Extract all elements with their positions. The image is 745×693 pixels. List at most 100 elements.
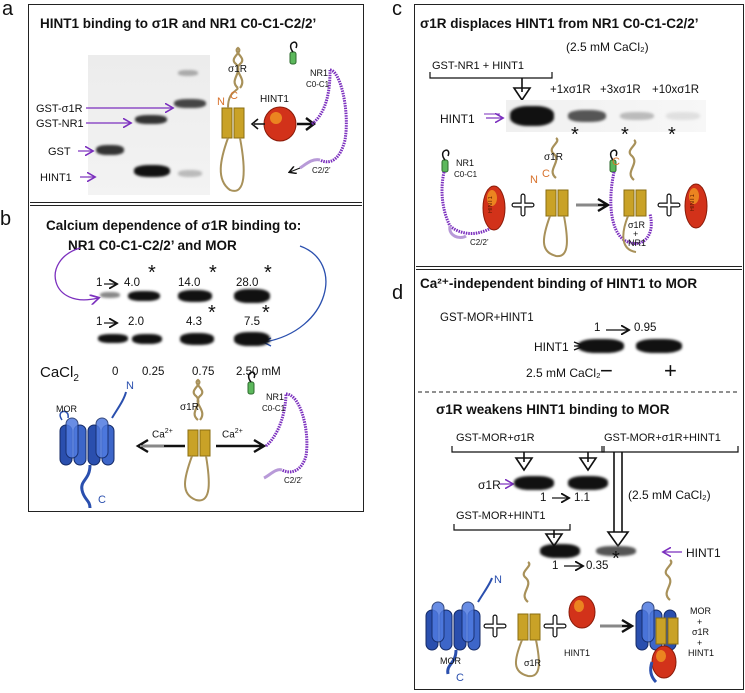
panel-d-minus: −: [600, 358, 613, 383]
diagram-b-mor-label: MOR: [56, 404, 77, 414]
ratio3-1: 0.35: [586, 560, 609, 572]
ratio1-1: 0.95: [634, 322, 657, 334]
diagram-d-sigma-label: σ1R: [524, 658, 542, 668]
conc-0: 0: [112, 366, 119, 378]
panel-d-top-label: GST-MOR+HINT1: [440, 312, 534, 324]
panel-c-bracket-label: GST-NR1 + HINT1: [432, 60, 524, 72]
diagram-c-complex-sigma: σ1R: [628, 220, 646, 230]
lane-10x-sigma: +10xσ1R: [652, 84, 700, 96]
asterisk-row1-3: *: [264, 262, 272, 284]
complex-label-2: σ1R: [692, 627, 710, 637]
diagram-b-ca1: Ca2+: [152, 428, 173, 441]
complex-label-plus1: +: [697, 617, 703, 627]
panel-d-hint1-label2: HINT1: [686, 546, 721, 560]
diagram-a-c0c1-label: C0-C1: [306, 80, 330, 89]
row1-val-3: 28.0: [236, 277, 259, 289]
row1-val-1: 4.0: [124, 277, 140, 289]
row2-val-2: 4.3: [186, 316, 202, 328]
gel-d-sigma: [510, 472, 610, 496]
label-mor-sigma: GST-MOR+σ1R: [456, 432, 535, 444]
gel-d-1: [578, 334, 698, 358]
panel-letter-a: a: [2, 0, 14, 20]
diagram-a-sigma-label: σ1R: [228, 64, 247, 75]
panel-d-cacl-text: 2.5 mM CaCl₂: [526, 366, 601, 380]
complex-label-3: HINT1: [688, 648, 715, 658]
row1-val-0: 1: [96, 277, 103, 289]
gel-c: [506, 100, 706, 132]
sigma1r-c: [543, 137, 569, 258]
diagram-b-nr1-label: NR1: [266, 392, 285, 402]
diagram-c-c-label: C: [542, 168, 550, 180]
panel-letter-b: b: [0, 208, 12, 230]
ratio3-0: 1: [552, 560, 559, 572]
nr1-hint-complex-c: [440, 149, 506, 240]
gel-d-hint: [536, 540, 656, 564]
panel-c-condition: (2.5 mM CaCl₂): [566, 40, 649, 54]
asterisk-row2-3: *: [262, 302, 270, 324]
row2-val-0: 1: [96, 316, 103, 328]
asterisk-c-1: *: [571, 124, 579, 146]
conc-1: 0.25: [142, 366, 165, 378]
gel-image-a: [88, 55, 210, 195]
panel-c-hint1-label: HINT1: [440, 112, 475, 126]
diagram-b-c0c1-label: C0-C1: [262, 404, 286, 413]
cacl2-label: CaCl2: [40, 364, 79, 384]
lane-3x-sigma: +3xσ1R: [600, 84, 641, 96]
panel-d-condition: (2.5 mM CaCl₂): [628, 488, 711, 502]
diagram-a-n-label: N: [217, 96, 225, 108]
diagram-c-c0c1-label: C0-C1: [454, 170, 478, 179]
diagram-d-hint-label: HINT1: [564, 648, 591, 658]
panel-d-title2: σ1R weakens HINT1 binding to MOR: [436, 402, 670, 417]
diagram-b-ca2: Ca2+: [222, 428, 243, 441]
separator-cd: [416, 266, 742, 270]
ratio2-0: 1: [540, 492, 547, 504]
diagram-b-c-label: C: [98, 494, 106, 506]
diagram-c-complex-c: C: [612, 156, 620, 168]
diagram-c-nr1-label: NR1: [456, 158, 475, 168]
panel-letter-c: c: [392, 0, 402, 20]
panel-b-title-line1: Calcium dependence of σ1R binding to:: [46, 218, 302, 233]
panel-d-title1: Ca²⁺-independent binding of HINT1 to MOR: [420, 276, 698, 291]
complex-label-plus2: +: [697, 638, 703, 648]
diagram-b-sigma-label: σ1R: [180, 402, 199, 413]
ratio2-1: 1.1: [574, 492, 590, 504]
panel-b-title-line2: NR1 C0-C1-C2/2’ and MOR: [68, 238, 237, 253]
diagram-a-hint-label: HINT1: [260, 94, 289, 105]
diagram-a-c-label: C: [230, 90, 238, 102]
conc-3: 2.50 mM: [236, 366, 281, 378]
lane-label-hint1: HINT1: [40, 172, 72, 184]
sigma1r-d: [515, 561, 541, 678]
mor-sigma-hint-complex: [635, 559, 679, 684]
label-mor-hint: GST-MOR+HINT1: [456, 510, 546, 522]
diagram-a-nr1-label: NR1: [310, 68, 329, 78]
diagram-c-sigma-label: σ1R: [544, 152, 563, 163]
lane-1x-sigma: +1xσ1R: [550, 84, 591, 96]
label-mor-sigma-hint: GST-MOR+σ1R+HINT1: [604, 432, 721, 444]
asterisk-c-2: *: [621, 124, 629, 146]
panel-d-sigma-label: σ1R: [478, 478, 501, 492]
diagram-a-c22-label: C2/2’: [312, 166, 331, 175]
diagram-c-complex-nr1: NR1: [628, 238, 647, 248]
panel-d-plus: +: [664, 358, 677, 383]
gel-b-row2: [96, 330, 296, 350]
lane-label-gst: GST: [48, 146, 71, 158]
asterisk-row1-1: *: [148, 262, 156, 284]
row1-val-2: 14.0: [178, 277, 201, 289]
nr1-b: [247, 371, 309, 480]
asterisk-c-3: *: [668, 124, 676, 146]
separator-ab: [30, 202, 362, 206]
diagram-d-mor-label: MOR: [440, 656, 461, 666]
asterisk-row1-2: *: [209, 262, 217, 284]
mor-receptor-b: [59, 391, 127, 509]
lane-label-gst-nr1: GST-NR1: [36, 118, 84, 130]
diagram-d-n-label: N: [494, 574, 502, 586]
panel-a-title: HINT1 binding to σ1R and NR1 C0-C1-C2/2’: [40, 16, 317, 31]
asterisk-row2-2: *: [208, 302, 216, 324]
